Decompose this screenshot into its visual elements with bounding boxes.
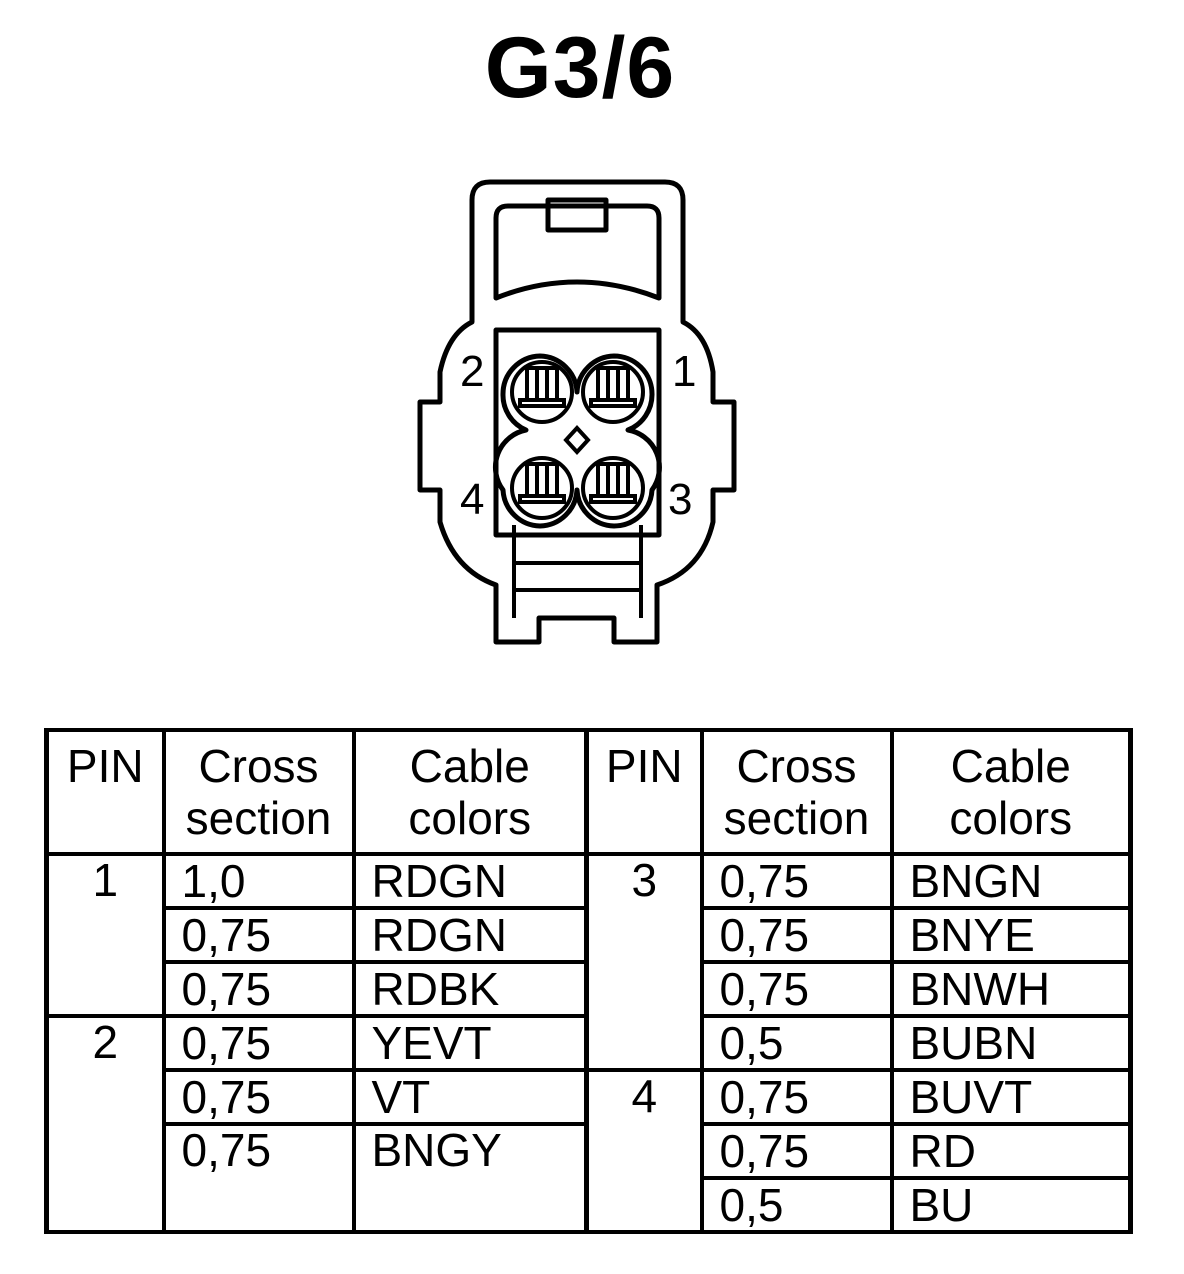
cross-section-cell: 0,75 (699, 1068, 894, 1126)
cable-color-cell: BUBN (889, 1014, 1133, 1072)
table-row: 0,5 BU (47, 1176, 1133, 1234)
cross-section-cell: 0,75 (161, 1122, 356, 1234)
pin-housing-lobes (492, 353, 662, 529)
cross-section-cell: 0,75 (161, 960, 356, 1018)
table-row: 2 0,75 YEVT 0,5 BUBN (44, 1014, 1133, 1234)
pin-label-4: 4 (460, 475, 484, 524)
pin-cell-left: 1 (44, 852, 166, 1018)
cable-color-cell: YEVT (351, 1014, 589, 1072)
cable-color-cell: BNWH (889, 960, 1133, 1018)
cable-color-cell: RDGN (351, 906, 589, 964)
table-row: 0,75 RDGN 0,75 BNYE (47, 906, 1133, 964)
diagram-title: G3/6 (484, 20, 676, 116)
header-pin-left: PIN (44, 728, 166, 856)
connector-face-icon: 1 2 3 4 (417, 179, 737, 645)
cross-section-cell: 0,5 (699, 1176, 894, 1234)
pin-cell-right: 3 (584, 852, 704, 1072)
latch-tab (545, 197, 609, 233)
cross-section-cell: 1,0 (161, 852, 356, 910)
cable-color-cell: BNGN (889, 852, 1133, 910)
cable-color-cell: RD (889, 1122, 1133, 1180)
table-row: 0,75 VT 4 0,75 BUVT (47, 1068, 1133, 1234)
cross-section-cell: 0,75 (161, 1068, 356, 1126)
cable-color-cell: VT (351, 1068, 589, 1126)
cable-color-cell: RDBK (351, 960, 589, 1018)
pin-label-3: 3 (668, 475, 692, 524)
cross-section-cell: 0,75 (699, 960, 894, 1018)
cross-section-cell: 0,5 (699, 1014, 894, 1072)
header-pin-right: PIN (584, 728, 704, 856)
cable-color-cell: BUVT (889, 1068, 1133, 1126)
pin-cavity-frame (493, 327, 662, 538)
pin-cell-left: 2 (44, 1014, 166, 1234)
cross-section-cell: 0,75 (161, 1014, 356, 1072)
cross-section-cell: 0,75 (699, 1122, 894, 1180)
table-row: 1 1,0 RDGN 3 0,75 BNGN (44, 852, 1133, 1072)
pin-cell-right: 4 (584, 1068, 704, 1234)
center-diamond (563, 425, 591, 455)
cable-color-cell: BNYE (889, 906, 1133, 964)
cross-section-cell: 0,75 (699, 852, 894, 910)
connector-housing-outline (417, 179, 737, 645)
cable-color-cell: BNGY (351, 1122, 589, 1234)
cable-color-cell: BU (889, 1176, 1133, 1234)
cable-color-cell: RDGN (351, 852, 589, 910)
cross-section-cell: 0,75 (161, 906, 356, 964)
cross-section-cell: 0,75 (699, 906, 894, 964)
table-row: 0,75 RDBK 0,75 BNWH (47, 960, 1133, 1018)
pin-label-2: 2 (460, 347, 484, 396)
pin-label-1: 1 (672, 347, 696, 396)
table-row: 0,75 BNGY 0,75 RD (47, 1122, 1133, 1234)
latch-window-outline (493, 203, 662, 301)
